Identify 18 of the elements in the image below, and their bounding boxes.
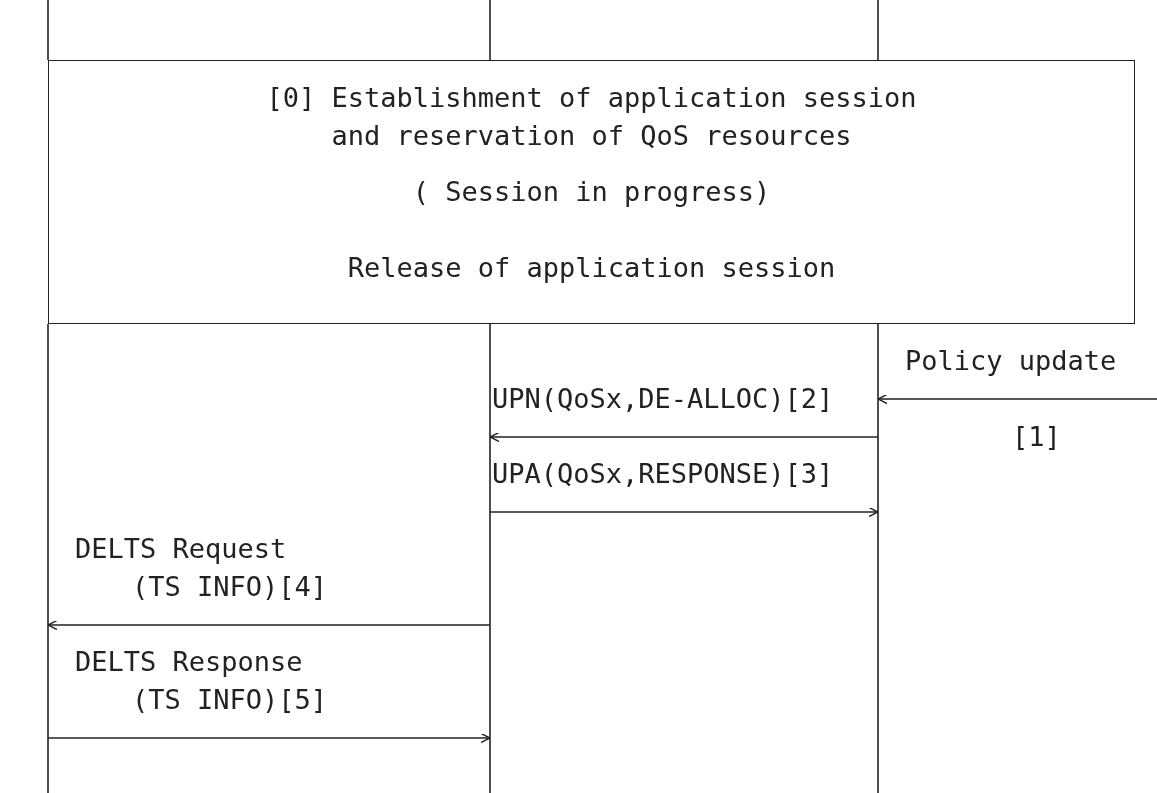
edge-label: DELTS Response (TS INFO)[5] — [75, 645, 328, 717]
process-box — [48, 60, 1135, 324]
lifeline — [877, 0, 879, 793]
arrow — [47, 619, 491, 631]
arrow — [489, 506, 879, 518]
arrow — [877, 393, 1157, 405]
box-text: Release of application session — [346, 251, 837, 285]
arrow — [489, 431, 879, 443]
arrow — [47, 732, 491, 744]
box-text: ( Session in progress) — [411, 175, 772, 209]
edge-label: DELTS Request (TS INFO)[4] — [75, 532, 328, 604]
lifeline — [47, 0, 49, 793]
lifeline — [489, 0, 491, 793]
edge-label: UPN(QoSx,DE-ALLOC)[2] — [492, 382, 834, 416]
box-text: [0] Establishment of application session and reservation of QoS resources — [265, 81, 918, 153]
reference-number: [1] — [1012, 420, 1061, 454]
edge-label: Policy update — [905, 344, 1117, 378]
edge-label: UPA(QoSx,RESPONSE)[3] — [492, 457, 834, 491]
